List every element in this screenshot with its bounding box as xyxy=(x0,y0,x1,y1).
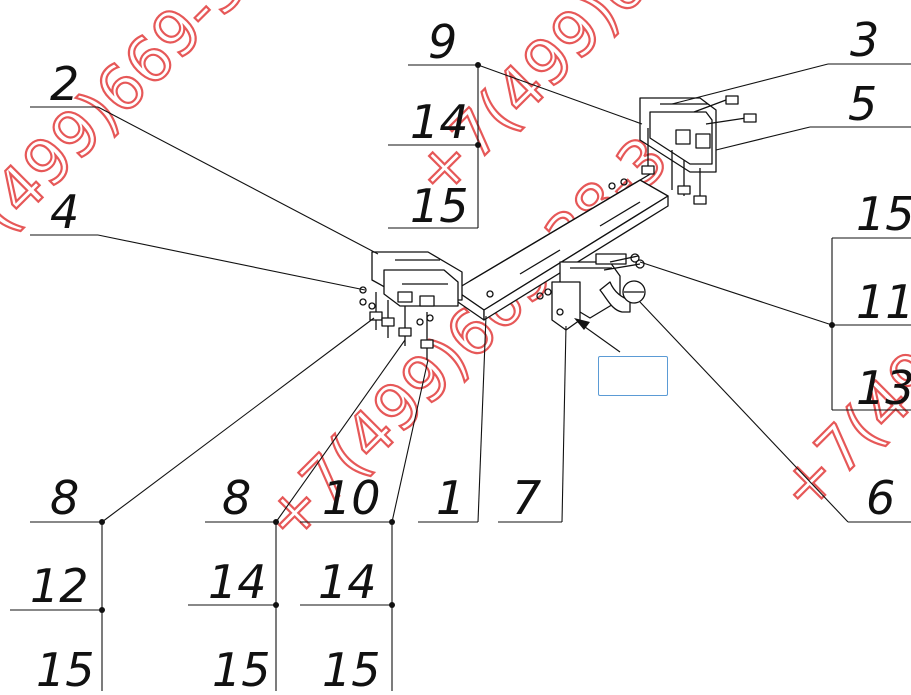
callout-5: 5 xyxy=(848,77,877,131)
callout-15-mid: 15 xyxy=(212,643,271,691)
callout-13: 13 xyxy=(856,361,911,415)
callout-11: 11 xyxy=(856,275,911,329)
callout-6: 6 xyxy=(866,471,895,525)
callout-14-right: 14 xyxy=(318,555,377,609)
left-bracket xyxy=(359,251,463,360)
right-bracket xyxy=(608,95,757,205)
callout-14-top: 14 xyxy=(410,95,469,149)
callout-8-mid: 8 xyxy=(222,471,251,525)
callout-10: 10 xyxy=(322,471,381,525)
callout-15-right: 15 xyxy=(856,187,911,241)
callout-7: 7 xyxy=(512,471,541,525)
tow-ball-mount xyxy=(536,253,646,331)
watermark-1: +7(499)669-38-36 xyxy=(0,0,360,311)
towbar-assembly xyxy=(359,95,757,360)
callout-8-left: 8 xyxy=(50,471,79,525)
callout-15-right-bottom: 15 xyxy=(322,643,381,691)
callout-14-mid: 14 xyxy=(208,555,267,609)
empty-label-box xyxy=(598,356,668,396)
callout-15-bl: 15 xyxy=(36,643,95,691)
callout-9: 9 xyxy=(428,15,457,69)
callout-labels: 9 14 15 3 5 2 4 15 11 13 6 8 12 15 8 14 … xyxy=(30,13,911,695)
callout-leaders xyxy=(10,62,911,691)
callout-1: 1 xyxy=(436,471,465,525)
callout-12: 12 xyxy=(30,559,89,613)
callout-4: 4 xyxy=(50,185,79,239)
callout-15-top: 15 xyxy=(410,179,469,233)
cross-beam xyxy=(454,172,669,321)
callout-2: 2 xyxy=(50,57,79,111)
callout-3: 3 xyxy=(850,13,879,67)
